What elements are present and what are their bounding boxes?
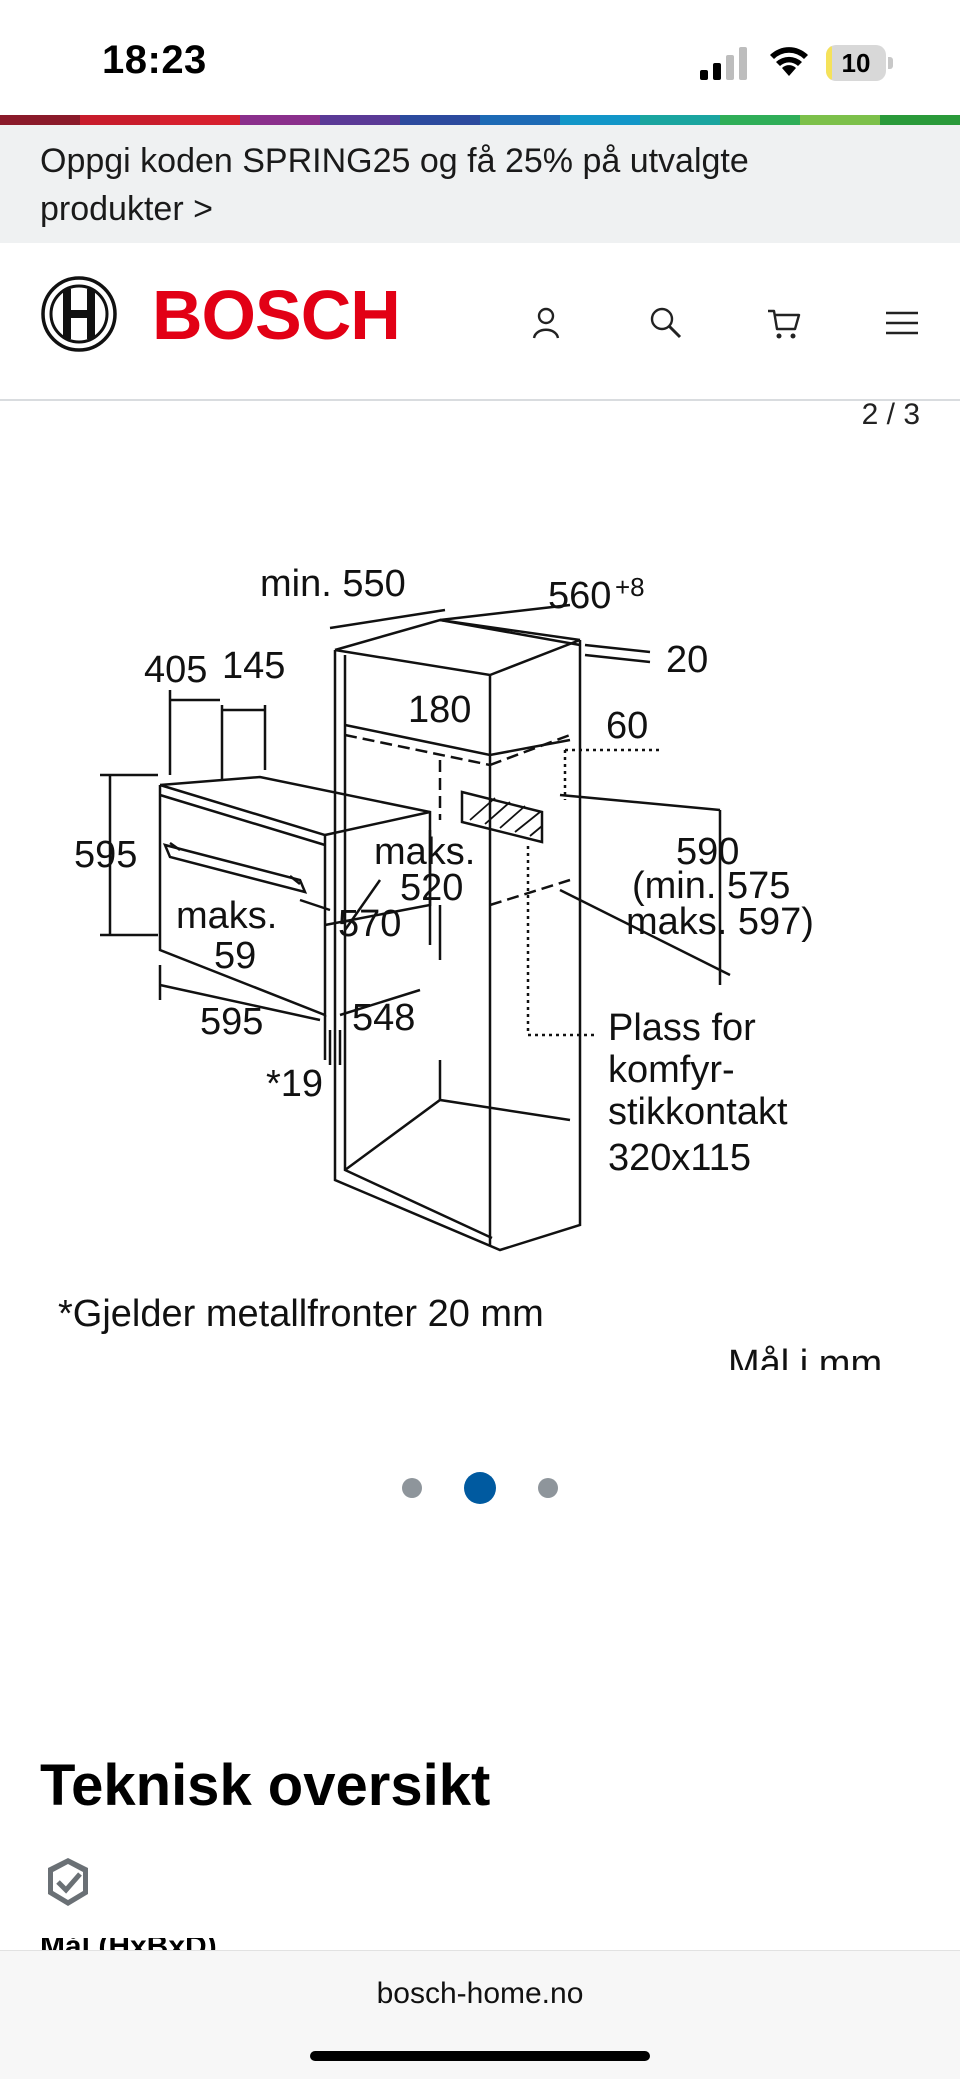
dim-min550: min. 550 [260,563,406,605]
color-segment [560,115,640,125]
dim-590: 590 [676,831,739,873]
dim-60: 60 [606,705,648,747]
dim-570: 570 [338,903,401,945]
url-bar[interactable]: bosch-home.no [376,1977,584,2010]
home-indicator[interactable] [310,2051,650,2061]
color-segment [800,115,880,125]
browser-bottom-bar: bosch-home.no [0,1950,960,2079]
site-header [0,243,960,401]
dim-405: 405 [144,649,207,691]
user-icon[interactable] [528,305,564,341]
battery-indicator: 10 [826,45,894,81]
color-segment [880,115,960,125]
socket-label-1: Plass for [608,1007,756,1049]
socket-label-3: stikkontakt [608,1091,788,1133]
dim-maks520-a: maks. [374,831,475,873]
dim-maks59-b: 59 [214,935,256,977]
carousel-dot-active[interactable] [464,1472,496,1504]
dim-180: 180 [408,689,471,731]
dimensions-label: Mål (HxBxD) [40,1938,217,1950]
carousel-dots [0,1470,960,1506]
status-bar: 18:23 10 [0,0,960,115]
dim-560-sup: +8 [615,572,645,602]
dim-145: 145 [222,645,285,687]
battery-fill [826,45,832,81]
bosch-logo-icon[interactable] [40,275,118,353]
menu-icon[interactable] [884,305,920,341]
carousel-dot[interactable] [538,1478,558,1498]
promo-banner[interactable]: Oppgi koden SPRING25 og få 25% på utvalg… [0,125,960,243]
socket-label-2: komfyr- [608,1049,735,1091]
battery-percent: 10 [841,48,871,78]
wifi-icon [770,47,808,76]
drawing-note: *Gjelder metallfronter 20 mm [58,1293,544,1335]
color-segment [480,115,560,125]
dim-595-height: 595 [74,834,137,876]
carousel-dot[interactable] [402,1478,422,1498]
dim-maks520-b: 520 [400,867,463,909]
search-icon[interactable] [648,305,684,341]
dim-20: 20 [666,639,708,681]
cellular-signal-icon [700,47,747,80]
color-segment [160,115,240,125]
dimensions-label-partial: Mål (HxBxD) [40,1938,340,1950]
dim-maks597: maks. 597) [626,901,814,943]
color-segment [0,115,80,125]
color-segment [80,115,160,125]
check-shield-icon [48,1858,88,1906]
dim-maks59-a: maks. [176,895,277,937]
color-segment [720,115,800,125]
dim-min575: (min. 575 [632,865,790,907]
bosch-logo-wordmark[interactable]: BOSCH [152,276,401,354]
color-segment [400,115,480,125]
dim-star19: *19 [266,1063,323,1105]
gallery-counter: 2 / 3 [861,398,920,431]
brand-color-strip [0,115,960,125]
color-segment [320,115,400,125]
color-segment [640,115,720,125]
dim-595-width: 595 [200,1001,263,1043]
color-segment [240,115,320,125]
promo-text[interactable]: Oppgi koden SPRING25 og få 25% på utvalg… [40,142,749,228]
dim-560: 560 [548,575,611,617]
socket-label-4: 320x115 [608,1137,751,1179]
cart-icon[interactable] [766,305,802,341]
dim-548: 548 [352,997,415,1039]
installation-drawing[interactable]: min. 550 560 +8 20 405 145 180 60 595 ma… [0,540,960,1370]
technical-overview-title: Teknisk oversikt [40,1753,491,1818]
status-time: 18:23 [102,38,207,82]
drawing-unit: Mål i mm [728,1343,882,1370]
